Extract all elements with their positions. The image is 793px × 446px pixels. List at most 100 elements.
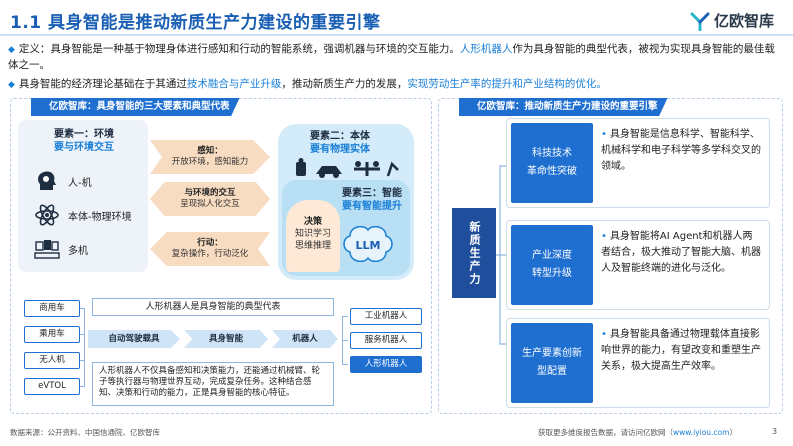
arrow-action: 行动： 复杂操作，行动泛化 bbox=[150, 232, 270, 266]
element-body-title: 要素二：本体 要有物理实体 bbox=[310, 130, 370, 156]
new-productivity-bar: 新质生产力 bbox=[452, 208, 496, 298]
right-panel: 亿欧智库：推动新质生产力建设的重要引擎 bbox=[438, 98, 783, 414]
env-item-human-machine: 人-机 bbox=[34, 168, 92, 194]
driver-label-text: 产业深度 转型升级 bbox=[532, 250, 572, 279]
footer-source: 数据来源：公开资料、中国信通院、亿欧智库 bbox=[10, 428, 160, 437]
driver-card-industry: 产业深度 转型升级 •具身智能将AI Agent和机器人两者结合，极大推动了智能… bbox=[506, 220, 770, 310]
element-subtitle-text: 要有智能提升 bbox=[342, 201, 402, 212]
vehicle-box-commercial: 商用车 bbox=[24, 300, 80, 317]
connector-line bbox=[80, 386, 84, 387]
diamond-bullet-icon: ◆ bbox=[8, 80, 15, 90]
driver-card-label: 科技技术 革命性突破 bbox=[511, 123, 593, 203]
vehicle-box-drone: 无人机 bbox=[24, 352, 80, 369]
new-productivity-label: 新质生产力 bbox=[468, 220, 481, 286]
vehicle-box-passenger: 乘用车 bbox=[24, 326, 80, 343]
right-panel-heading: 亿欧智库：推动新质生产力建设的重要引擎 bbox=[459, 98, 668, 116]
decision-text: 知识学习 bbox=[294, 229, 331, 239]
flow-embodied-ai: 具身智能 bbox=[184, 330, 268, 348]
vehicle-box-evtol: eVTOL bbox=[24, 378, 80, 395]
bullet-highlight: 人形机器人 bbox=[459, 43, 513, 55]
env-item-multi-machine: 多机 bbox=[34, 236, 88, 262]
bullet-dot-icon: • bbox=[601, 329, 607, 340]
arrow-interaction: 与环境的交互 呈现拟人化交互 bbox=[150, 182, 270, 216]
driver-text: 具身智能将AI Agent和机器人两者结合，极大推动了智能大脑、机器人及智能终端… bbox=[601, 231, 761, 274]
connector-line bbox=[342, 340, 348, 341]
page-number: 3 bbox=[772, 427, 778, 436]
brand-logo: 亿欧智库 bbox=[690, 10, 774, 31]
element-intelligence-title: 要素三：智能 要有智能提升 bbox=[342, 187, 402, 213]
bullet-text: 具身智能的经济理论基础在于其通过 bbox=[18, 78, 187, 90]
decision-text: 思维推理 bbox=[294, 241, 331, 251]
bullet-highlight: 技术融合与产业升级 bbox=[186, 78, 282, 90]
connector-line bbox=[80, 360, 84, 361]
llm-label: LLM bbox=[355, 238, 381, 252]
bullet-economics: ◆具身智能的经济理论基础在于其通过技术融合与产业升级，推动新质生产力的发展，实现… bbox=[8, 77, 783, 93]
element-title-text: 要素一：环境 bbox=[54, 129, 114, 140]
title-divider bbox=[0, 34, 793, 36]
env-item-label: 多机 bbox=[68, 245, 88, 257]
arrow-title: 与环境的交互 bbox=[184, 188, 236, 198]
bracket-connector bbox=[496, 165, 506, 345]
page-title: 1.1 具身智能是推动新质生产力建设的重要引擎 bbox=[10, 13, 381, 33]
arrow-text: 开放环境，感知能力 bbox=[171, 157, 249, 167]
robot-box-industrial: 工业机器人 bbox=[350, 308, 422, 325]
element-environment-title: 要素一：环境 要与环境交互 bbox=[42, 128, 126, 154]
footer-cta: 获取更多维度报告数据，请访问亿欧网（www.iyiou.com） bbox=[538, 427, 737, 438]
footer-cta-text: 获取更多维度报告数据，请访问亿欧网（ bbox=[538, 428, 673, 437]
decision-title: 决策 bbox=[303, 217, 322, 227]
connector-line bbox=[80, 334, 84, 335]
bullet-text: ，推动新质生产力的发展， bbox=[281, 78, 408, 90]
driver-card-text: •具身智能具备通过物理载体直接影响世界的能力，有望改变和重塑生产关系，极大提高生… bbox=[601, 327, 761, 375]
footer-link[interactable]: www.iyiou.com bbox=[673, 428, 730, 437]
driver-card-factors: 生产要素创新 型配置 •具身智能具备通过物理载体直接影响世界的能力，有望改变和重… bbox=[506, 318, 770, 408]
driver-card-text: •具身智能将AI Agent和机器人两者结合，极大推动了智能大脑、机器人及智能终… bbox=[601, 229, 761, 277]
bullet-highlight: 实现劳动生产率的提升和产业结构的优化。 bbox=[407, 78, 607, 90]
robots-group-icon bbox=[34, 240, 60, 259]
left-panel-heading: 亿欧智库：具身智能的三大要素和典型代表 bbox=[31, 98, 240, 116]
robot-box-humanoid: 人形机器人 bbox=[350, 356, 422, 373]
brand-logo-text: 亿欧智库 bbox=[714, 12, 775, 30]
connector-line bbox=[342, 364, 348, 365]
env-item-label: 本体-物理环境 bbox=[68, 211, 132, 223]
atom-icon bbox=[35, 204, 59, 226]
arrow-text: 呈现拟人化交互 bbox=[180, 199, 240, 209]
connector-line bbox=[342, 316, 348, 317]
robot-box-service: 服务机器人 bbox=[350, 332, 422, 349]
connector-line bbox=[80, 308, 84, 309]
driver-text: 具身智能是信息科学、智能科学、机械科学和电子科学等多学科交叉的领域。 bbox=[601, 129, 761, 172]
arrow-perception: 感知： 开放环境，感知能力 bbox=[150, 140, 270, 174]
left-panel: 亿欧智库：具身智能的三大要素和典型代表 bbox=[10, 98, 432, 414]
element-environment-card bbox=[18, 120, 148, 272]
head-gear-icon bbox=[38, 171, 56, 190]
brain-icon bbox=[343, 225, 393, 263]
element-title-text: 要素三：智能 bbox=[342, 188, 402, 199]
arrow-title: 行动： bbox=[197, 238, 223, 248]
connector-line bbox=[84, 308, 85, 387]
env-item-body-physical: 本体-物理环境 bbox=[34, 202, 132, 228]
flow-robots: 机器人 bbox=[272, 330, 338, 348]
physical-entities-icon bbox=[296, 158, 399, 178]
element-subtitle-text: 要与环境交互 bbox=[54, 142, 114, 153]
driver-card-label: 产业深度 转型升级 bbox=[511, 225, 593, 305]
element-title-text: 要素二：本体 bbox=[310, 131, 370, 142]
driver-label-text: 科技技术 革命性突破 bbox=[527, 148, 577, 177]
decision-block: 决策 知识学习 思维推理 bbox=[289, 216, 337, 252]
brand-logo-icon bbox=[690, 12, 710, 31]
flow-autonomous-vehicles: 自动驾驶载具 bbox=[88, 330, 180, 348]
driver-label-text: 生产要素创新 型配置 bbox=[522, 348, 582, 377]
driver-card-label: 生产要素创新 型配置 bbox=[511, 323, 593, 403]
humanoid-description: 人形机器人不仅具备感知和决策能力，还能通过机械臂、轮子等执行器与物理世界互动，完… bbox=[92, 362, 334, 406]
driver-text: 具身智能具备通过物理载体直接影响世界的能力，有望改变和重塑生产关系，极大提高生产… bbox=[601, 329, 761, 372]
bullet-text: 定义：具身智能是一种基于物理身体进行感知和行动的智能系统，强调机器与环境的交互能… bbox=[18, 43, 460, 55]
footer-cta-end: ） bbox=[729, 428, 737, 437]
arrow-text: 复杂操作，行动泛化 bbox=[171, 249, 249, 259]
bullet-definition: ◆定义：具身智能是一种基于物理身体进行感知和行动的智能系统，强调机器与环境的交互… bbox=[8, 42, 783, 73]
diamond-bullet-icon: ◆ bbox=[8, 45, 15, 55]
humanoid-representative-box: 人形机器人是具身智能的典型代表 bbox=[92, 298, 334, 316]
env-item-label: 人-机 bbox=[68, 177, 92, 189]
bullet-dot-icon: • bbox=[601, 129, 607, 140]
element-subtitle-text: 要有物理实体 bbox=[310, 144, 370, 155]
arrow-title: 感知： bbox=[197, 146, 223, 156]
bullet-text: 作为具身智能的典型代表，被视为实现具身智能的最佳载体之一。 bbox=[8, 43, 775, 71]
bullet-dot-icon: • bbox=[601, 231, 607, 242]
